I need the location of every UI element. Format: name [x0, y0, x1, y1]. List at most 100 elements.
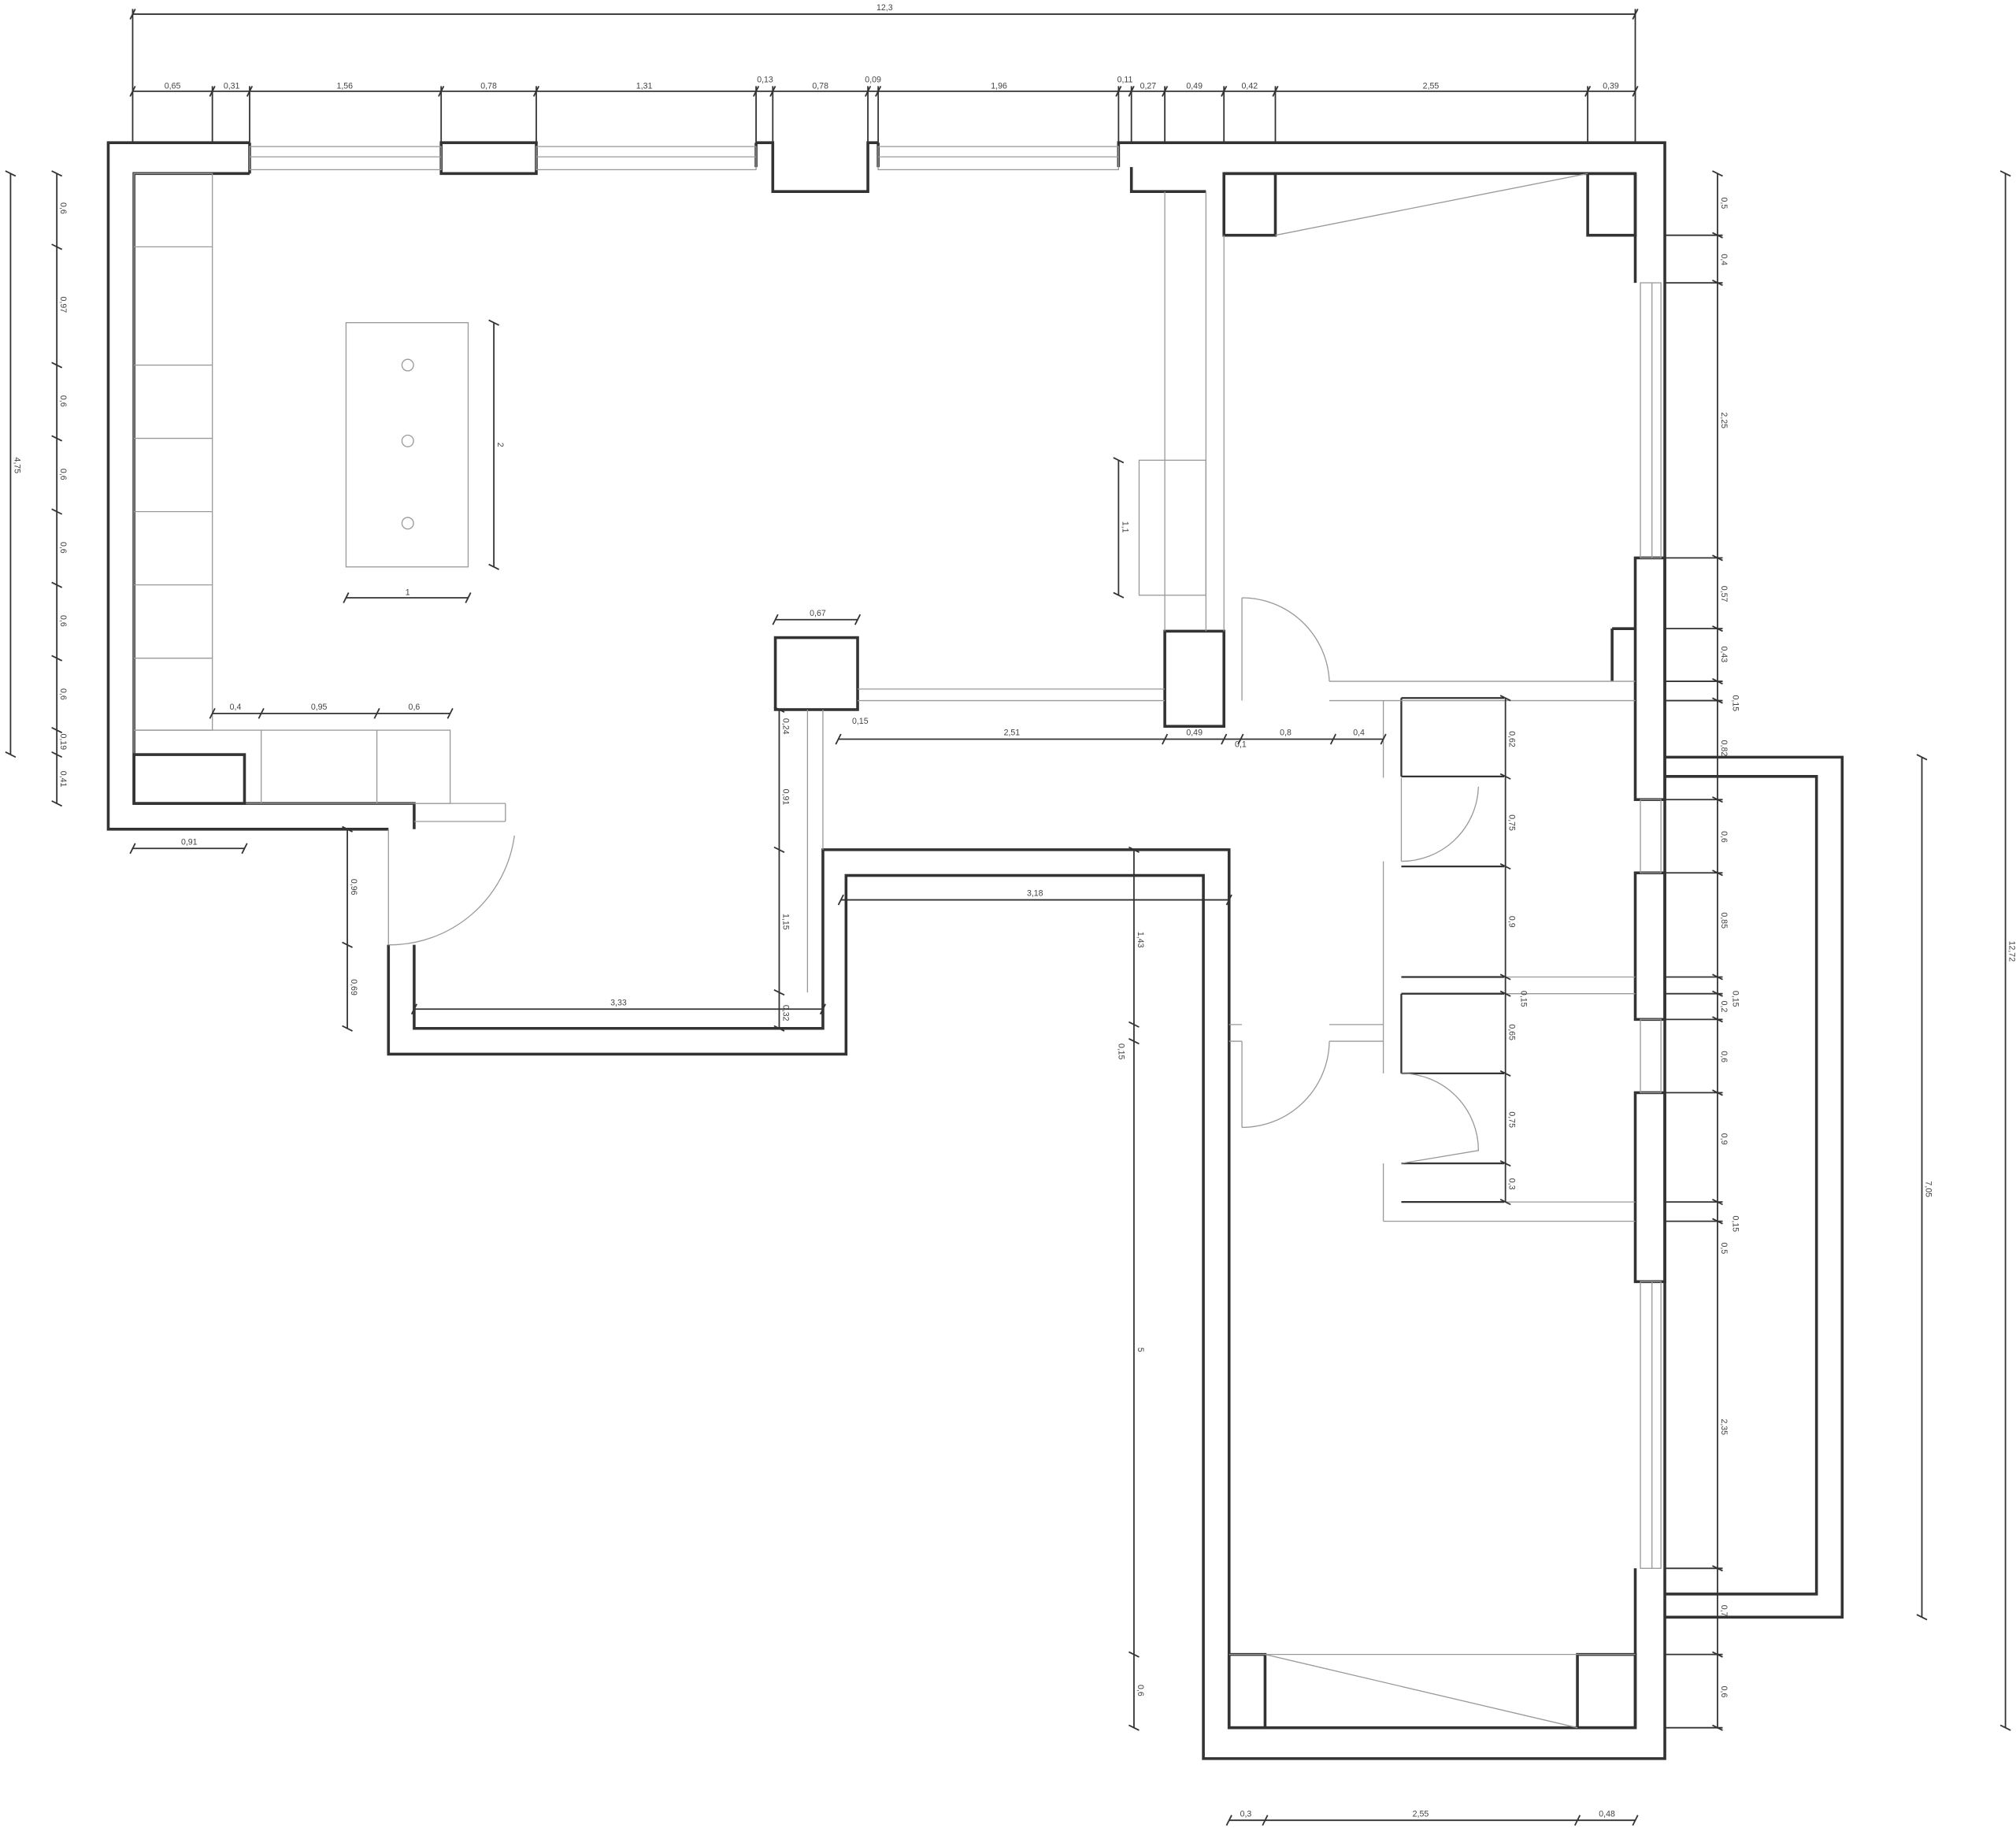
balcony-outer [1665, 755, 1844, 1619]
wall-pier [1633, 556, 1666, 802]
window [249, 146, 442, 171]
dimension-tick [51, 581, 63, 588]
wardrobe-pier [1586, 172, 1637, 237]
window [877, 146, 1120, 171]
thin-lines [132, 146, 1662, 1569]
inner-wall-corridor [413, 848, 1637, 1730]
inner-wall [132, 172, 416, 829]
dimension-tick [1329, 733, 1337, 745]
dimension-label: 0,65 [1507, 1024, 1517, 1040]
dimension-label: 0,97 [58, 297, 68, 313]
dimension-label: 0,15 [1731, 991, 1740, 1007]
dimension-label: 2,51 [1004, 729, 1021, 738]
dimension-label: 0,6 [1719, 831, 1729, 843]
dining-table [345, 322, 469, 568]
dimension-tick [1499, 973, 1511, 981]
dimension-tick [1221, 733, 1228, 745]
dimension-tick [1499, 863, 1511, 870]
dimension-label: 0,6 [58, 615, 68, 627]
dimension-tick [447, 707, 454, 719]
dimension-label: 0,13 [757, 75, 773, 84]
dimension-label: 0,2 [1719, 1001, 1729, 1013]
dimension-tick [1574, 1815, 1581, 1826]
dimension-tick [1128, 1724, 1140, 1731]
dimension-tick [773, 706, 785, 714]
dimension-label: 12,3 [876, 3, 893, 13]
dimension-label: 0,15 [852, 717, 869, 726]
dimension-tick [343, 592, 350, 603]
door-swing [1241, 1041, 1330, 1129]
door-swing [1400, 777, 1480, 862]
dimension-tick [773, 846, 785, 853]
appliance [132, 753, 246, 805]
dimension-label: 0,43 [1719, 646, 1729, 662]
dimension-label: 0,5 [1719, 1243, 1729, 1255]
dimension-tick [1128, 1651, 1140, 1658]
dimension-label: 0,19 [58, 733, 68, 750]
dimension-tick [410, 1003, 417, 1015]
outer-wall-top-right [387, 141, 1666, 1760]
dimension-label: 0,39 [1603, 82, 1619, 91]
dimension-tick [342, 825, 353, 832]
wall-pier [1633, 871, 1666, 1022]
dimension-label: 1,31 [636, 82, 653, 91]
dimension-tick [51, 654, 63, 662]
dimension-label: 7,05 [1923, 1181, 1933, 1197]
inner-wall-right [1129, 167, 1206, 193]
dimension-tick [835, 733, 842, 745]
wardrobe-pier [1222, 172, 1277, 237]
dimension-tick [5, 751, 17, 758]
dimension-tick [342, 941, 353, 948]
dimension-tick [1113, 591, 1125, 599]
dimension-tick [51, 362, 63, 369]
dimension-label: 0,1 [1235, 740, 1247, 749]
balcony-inner [1665, 775, 1818, 1596]
dimension-label: 0,15 [1116, 1044, 1125, 1060]
dimension-label: 2,55 [1423, 82, 1440, 91]
dimension-label: 0,6 [58, 469, 68, 480]
dimension-label: 0,15 [1731, 695, 1740, 712]
wardrobe-diagonal [1275, 172, 1588, 236]
dimension-label: 0,42 [1242, 82, 1258, 91]
dimension-tick [1128, 1021, 1140, 1028]
dimension-label: 0,96 [349, 879, 358, 895]
dimension-label: 0,91 [181, 837, 198, 847]
dimension-tick [465, 592, 472, 603]
dimension-label: 12,72 [2007, 941, 2016, 962]
dimension-label: 0,65 [165, 82, 181, 91]
light-fixture-icon [401, 358, 414, 372]
dimension-tick [1499, 1160, 1511, 1167]
dimension-label: 0,09 [865, 75, 881, 84]
dimension-tick [1999, 1724, 2011, 1731]
door-swing [1401, 1073, 1480, 1164]
dimension-label: 2,25 [1719, 412, 1729, 428]
dimension-tick [209, 707, 216, 719]
dimension-label: 0,3 [1240, 1809, 1252, 1819]
dimension-tick [1262, 1815, 1269, 1826]
dimension-label: 0,4 [1353, 729, 1365, 738]
wall-pier [1633, 1091, 1666, 1284]
window [1640, 282, 1662, 559]
wall-notch [756, 141, 879, 193]
dimension-label: 2 [495, 443, 505, 447]
dimension-label: 1 [406, 588, 410, 598]
dimension-tick [1916, 1614, 1928, 1621]
dimension-label: 0,48 [1599, 1809, 1615, 1819]
window [1640, 1018, 1662, 1094]
dimension-tick [5, 170, 17, 177]
dimension-tick [819, 1003, 827, 1015]
dimension-label: 0,3 [1507, 1178, 1517, 1190]
dimension-label: 0,78 [812, 82, 828, 91]
dimension-tick [773, 988, 785, 996]
dimension-label: 0,41 [58, 771, 68, 788]
dimension-label: 0,11 [1117, 75, 1133, 84]
dimension-tick [51, 751, 63, 758]
window [1640, 799, 1662, 873]
dimension-label: 2,55 [1413, 1809, 1429, 1819]
dimension-tick [1128, 846, 1140, 853]
dimension-label: 0,32 [780, 1005, 790, 1022]
dimension-tick [1113, 457, 1125, 464]
dimension-tick [1162, 733, 1169, 745]
dimension-tick [1499, 695, 1511, 702]
